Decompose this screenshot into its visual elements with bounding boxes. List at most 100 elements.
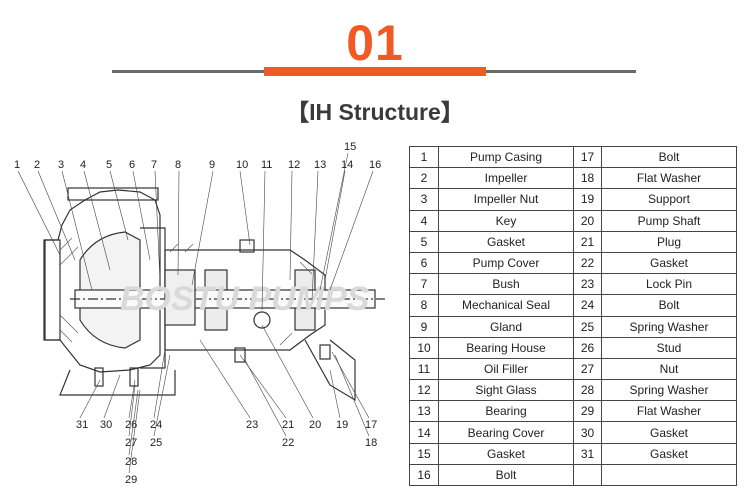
callout-leader <box>61 170 93 291</box>
callout-leader <box>191 170 214 286</box>
callout-leader <box>311 170 319 301</box>
callout-leader <box>153 349 166 419</box>
callout-label: 9 <box>209 159 215 171</box>
section-number: 01 <box>346 15 404 71</box>
part-name: Gasket <box>438 442 574 465</box>
part-name: Stud <box>601 336 737 359</box>
callout-label: 14 <box>341 159 353 171</box>
section-subtitle: 【IH Structure】 <box>286 99 464 125</box>
callout-label: 23 <box>246 419 258 431</box>
watermark: BOSTU PUMPS <box>120 280 370 318</box>
part-number: 24 <box>573 294 602 317</box>
callout-leader <box>324 170 346 281</box>
part-number: 17 <box>573 145 602 169</box>
part-number: 21 <box>573 230 602 253</box>
callout-leader <box>329 369 341 419</box>
part-number: 9 <box>409 315 439 338</box>
part-name: Gland <box>438 315 574 338</box>
callout-leader <box>334 354 370 437</box>
callout-label: 1 <box>14 159 20 171</box>
callout-label: 26 <box>125 419 137 431</box>
callout-leader <box>128 379 136 419</box>
part-number: 5 <box>409 230 439 253</box>
callout-leader <box>128 384 136 437</box>
part-number: 18 <box>573 167 602 190</box>
part-number: 11 <box>409 357 439 381</box>
callout-leader <box>17 170 61 256</box>
part-name: Impeller <box>438 167 574 190</box>
callout-leader <box>244 359 287 437</box>
part-number: 13 <box>409 400 439 423</box>
callout-leader <box>128 389 141 474</box>
part-name: Flat Washer <box>601 400 737 423</box>
part-number: 2 <box>409 167 439 190</box>
part-number: 10 <box>409 336 439 359</box>
part-number: 23 <box>573 273 602 296</box>
part-number: 19 <box>573 188 602 211</box>
part-name: Gasket <box>601 251 737 275</box>
part-number: 31 <box>573 442 602 465</box>
part-name: Pump Shaft <box>601 209 737 232</box>
suction-flange <box>43 239 61 341</box>
callout-leader <box>329 170 374 291</box>
callout-label: 17 <box>365 419 377 431</box>
callout-label: 25 <box>150 437 162 449</box>
part-number: 29 <box>573 400 602 423</box>
callout-label: 21 <box>282 419 294 431</box>
support-frame <box>304 339 356 402</box>
part-name: Bush <box>438 273 574 296</box>
part-name: Spring Washer <box>601 379 737 402</box>
part-name: Sight Glass <box>438 379 574 402</box>
part-number: 8 <box>409 294 439 317</box>
callout-label: 4 <box>80 159 86 171</box>
part-name: Nut <box>601 357 737 381</box>
part-number: 3 <box>409 188 439 211</box>
callout-label: 11 <box>261 159 272 171</box>
part-name: Spring Washer <box>601 315 737 338</box>
callout-label: 6 <box>129 159 135 171</box>
part-name: Gasket <box>601 421 737 444</box>
oil-filler <box>239 239 255 253</box>
callout-label: 28 <box>125 456 137 468</box>
part-name: Bearing Cover <box>438 421 574 444</box>
callout-label: 5 <box>106 159 112 171</box>
part-name: Flat Washer <box>601 167 737 190</box>
callout-leader <box>239 170 251 246</box>
part-name: Bolt <box>438 463 574 487</box>
sight-glass <box>253 311 271 329</box>
part-name-empty <box>601 463 737 487</box>
callout-label: 18 <box>365 437 377 449</box>
part-name: Key <box>438 209 574 232</box>
callout-label: 19 <box>336 419 348 431</box>
callout-leader <box>132 170 151 261</box>
callout-leader <box>239 354 287 419</box>
callout-leader <box>109 170 129 241</box>
callout-leader <box>128 389 139 456</box>
part-number-empty <box>573 463 602 487</box>
callout-leader <box>153 354 171 437</box>
base-foot <box>59 369 176 396</box>
part-name: Bearing House <box>438 336 574 359</box>
callout-leader <box>261 324 314 419</box>
gland <box>164 269 196 326</box>
callout-leader <box>37 170 76 261</box>
callout-label: 12 <box>288 159 300 171</box>
title-rule-right <box>486 70 636 73</box>
part-name: Gasket <box>438 230 574 253</box>
part-number: 15 <box>409 442 439 465</box>
part-name: Bolt <box>601 145 737 169</box>
callout-label: 7 <box>151 159 157 171</box>
callout-label: 2 <box>34 159 40 171</box>
title-rule-accent <box>264 67 486 76</box>
